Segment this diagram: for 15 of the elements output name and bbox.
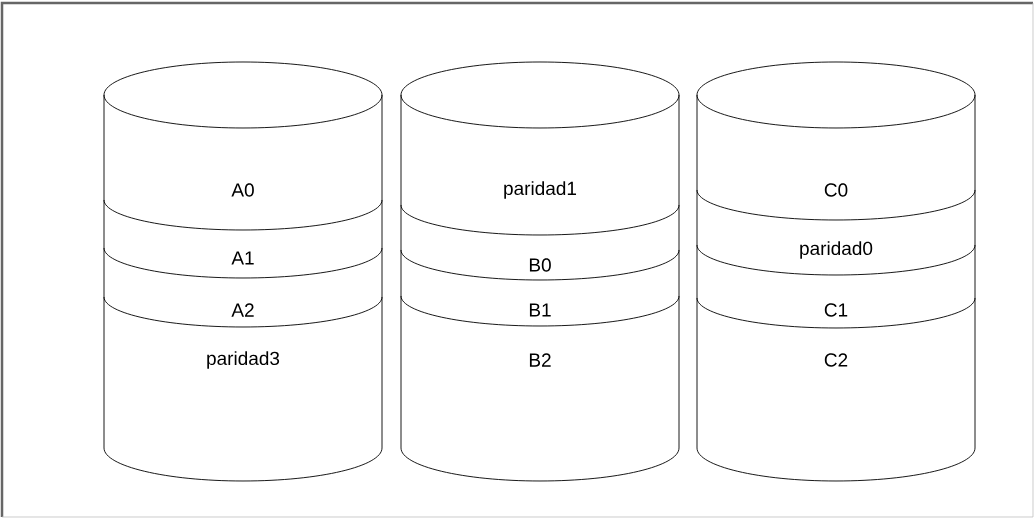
band-label: paridad3 xyxy=(207,351,280,369)
band-label: A2 xyxy=(231,303,254,317)
band-label: C0 xyxy=(824,183,848,197)
band-label: paridad1 xyxy=(504,181,576,199)
band-label: A1 xyxy=(231,251,254,265)
band-label: A0 xyxy=(231,183,254,197)
band-label: C2 xyxy=(824,353,848,367)
band-label: B2 xyxy=(529,353,551,367)
band-label: C1 xyxy=(824,303,848,317)
cylinder xyxy=(400,61,680,482)
cylinder xyxy=(103,61,383,482)
band-label: B0 xyxy=(529,258,551,272)
cylinder xyxy=(696,61,976,482)
band-label: paridad0 xyxy=(800,241,873,259)
band-label: B1 xyxy=(529,303,551,317)
